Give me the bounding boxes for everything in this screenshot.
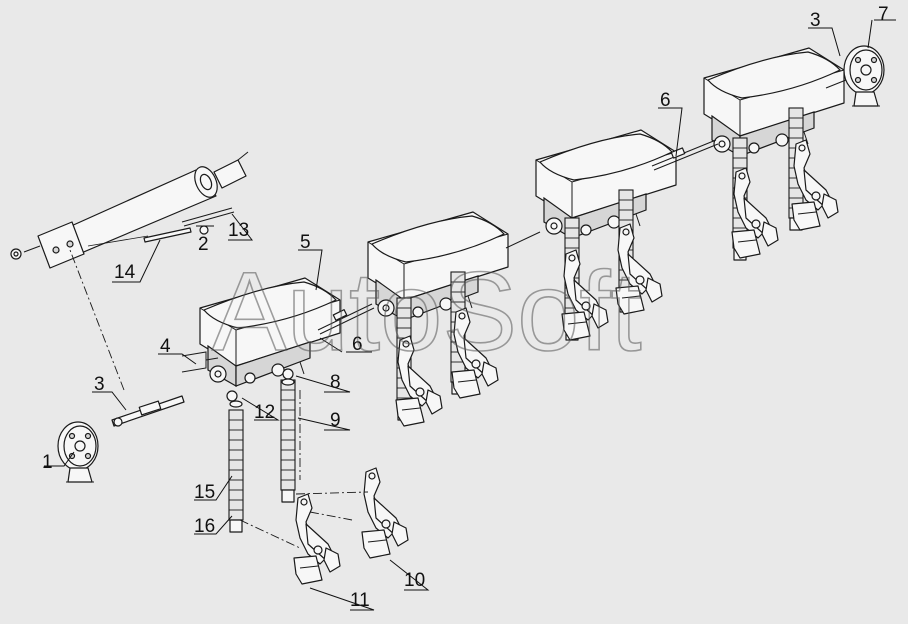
callout-7: 7 (878, 4, 889, 25)
coulter-10 (361, 467, 409, 559)
hopper-unit-4 (703, 47, 845, 157)
callout-8: 8 (330, 372, 341, 393)
washer-2 (199, 225, 209, 235)
drive-wheel-1 (57, 421, 99, 483)
rod-14 (143, 227, 192, 243)
callout-9: 9 (330, 410, 341, 431)
callout-15: 15 (194, 482, 215, 503)
drive-wheel-7 (843, 45, 885, 107)
callout-1: 1 (42, 452, 53, 473)
callout-13: 13 (228, 220, 249, 241)
callout-3-left: 3 (94, 374, 105, 395)
callout-6-right: 6 (660, 90, 671, 111)
callout-12: 12 (254, 402, 275, 423)
seed-tube-15 (228, 409, 244, 533)
callout-16: 16 (194, 516, 215, 537)
coulter-unit-4b (791, 139, 839, 231)
callout-5: 5 (300, 232, 311, 253)
callout-3-right: 3 (810, 10, 821, 31)
watermark-text: AutoSoft (212, 249, 642, 374)
callout-4: 4 (160, 336, 171, 357)
hopper-unit-3 (535, 129, 677, 239)
clamp-12 (226, 390, 238, 402)
callout-14: 14 (114, 262, 136, 283)
drive-shaft-6a (317, 303, 373, 331)
callout-2: 2 (198, 234, 209, 255)
hydraulic-cylinder (10, 151, 249, 269)
callout-11: 11 (350, 590, 370, 611)
coulter-unit-4a (731, 167, 779, 259)
seed-tube-9 (280, 379, 296, 503)
callout-6-left: 6 (352, 334, 363, 355)
callout-leaders (44, 19, 896, 611)
callout-10: 10 (404, 570, 425, 591)
coulter-11 (293, 493, 341, 585)
bolt-13 (181, 207, 233, 223)
